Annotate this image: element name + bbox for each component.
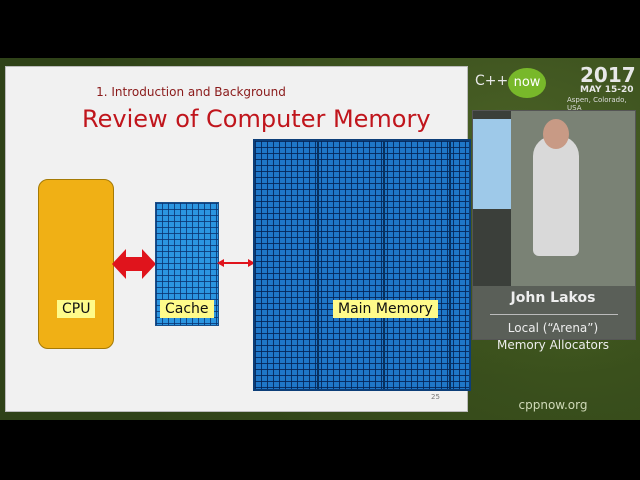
conference-year: 2017: [580, 63, 636, 87]
memory-divider: [317, 141, 319, 389]
cache-label: Cache: [160, 300, 214, 318]
slide-page-number: 25: [431, 393, 440, 401]
conference-website: cppnow.org: [518, 398, 588, 412]
memory-divider: [449, 141, 451, 389]
memory-divider: [383, 141, 385, 389]
speaker-head: [543, 119, 569, 149]
talk-title-line1: Local (“Arena”): [507, 321, 599, 335]
cache-memory-arrow: [217, 259, 255, 267]
audience-area: [473, 286, 635, 339]
video-frame: 1. Introduction and Background Review of…: [0, 58, 640, 420]
speaker-video: [472, 110, 636, 340]
divider-line: [490, 314, 618, 315]
logo-now: now: [508, 68, 546, 98]
projector-screen: [473, 119, 511, 209]
main-memory-block: Main Memory: [253, 139, 471, 391]
main-memory-label: Main Memory: [333, 300, 438, 318]
logo-cpp: C++: [475, 73, 509, 89]
talk-title-line2: Memory Allocators: [496, 338, 610, 352]
cpu-block: CPU: [38, 179, 114, 349]
section-heading: 1. Introduction and Background: [96, 85, 286, 99]
slide-title: Review of Computer Memory: [82, 105, 431, 133]
cpu-label: CPU: [57, 300, 96, 318]
speaker-figure: [533, 136, 579, 256]
conference-location: Aspen, Colorado, USA: [567, 96, 627, 112]
cache-block: Cache: [155, 202, 219, 326]
slide: 1. Introduction and Background Review of…: [5, 66, 471, 412]
conference-dates: MAY 15-20: [580, 85, 634, 95]
conference-logo: C++ now 2017 MAY 15-20 Aspen, Colorado, …: [470, 63, 636, 113]
speaker-name: John Lakos: [510, 290, 596, 306]
cpu-cache-arrow: [112, 249, 156, 279]
